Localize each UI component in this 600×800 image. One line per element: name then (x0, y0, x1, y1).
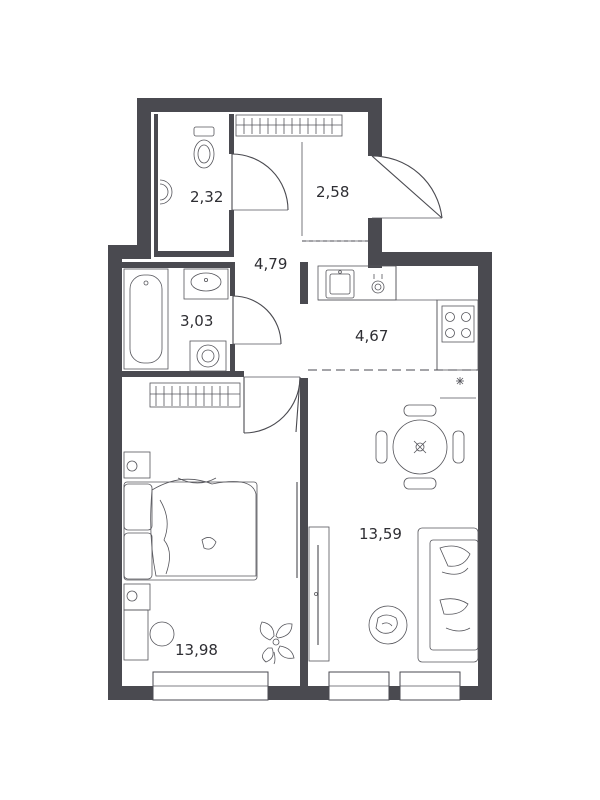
kitchen-counter (317, 265, 479, 371)
nightstand-icon (123, 451, 151, 611)
tv-stand (308, 526, 330, 662)
ceiling-lamp-icon (456, 377, 464, 385)
bed-icon (123, 477, 258, 581)
wardrobe-storage (235, 114, 343, 137)
stove-icon (441, 305, 475, 343)
faucet-icon (371, 274, 385, 294)
toilet-icon (193, 126, 215, 169)
room-area-wc: 2,32 (190, 188, 223, 206)
windows (152, 671, 461, 701)
room-area-hall: 4,79 (254, 255, 287, 273)
room-labels: 2,32 2,58 4,79 3,03 4,67 13,59 13,98 (175, 183, 402, 659)
washing-machine-icon (189, 340, 227, 372)
sofa-icon (417, 527, 479, 663)
round-rug-icon (368, 605, 408, 645)
bathtub-icon (123, 268, 169, 370)
room-area-living: 13,59 (359, 525, 402, 543)
kitchen-sink-icon (325, 269, 355, 299)
plant-icon (259, 621, 295, 665)
dining-table-icon (375, 404, 465, 490)
wardrobe-bedroom (149, 382, 241, 408)
room-area-bedroom: 13,98 (175, 641, 218, 659)
room-area-bathroom: 3,03 (180, 312, 213, 330)
room-area-storage: 2,58 (316, 183, 349, 201)
room-area-kitchen: 4,67 (355, 327, 388, 345)
wardrobe-hangers (155, 386, 229, 406)
desk-icon (123, 609, 175, 661)
bathroom-sink-icon (183, 268, 229, 300)
walls (108, 98, 492, 700)
wc-sink-icon (159, 179, 173, 205)
doors (231, 153, 443, 434)
